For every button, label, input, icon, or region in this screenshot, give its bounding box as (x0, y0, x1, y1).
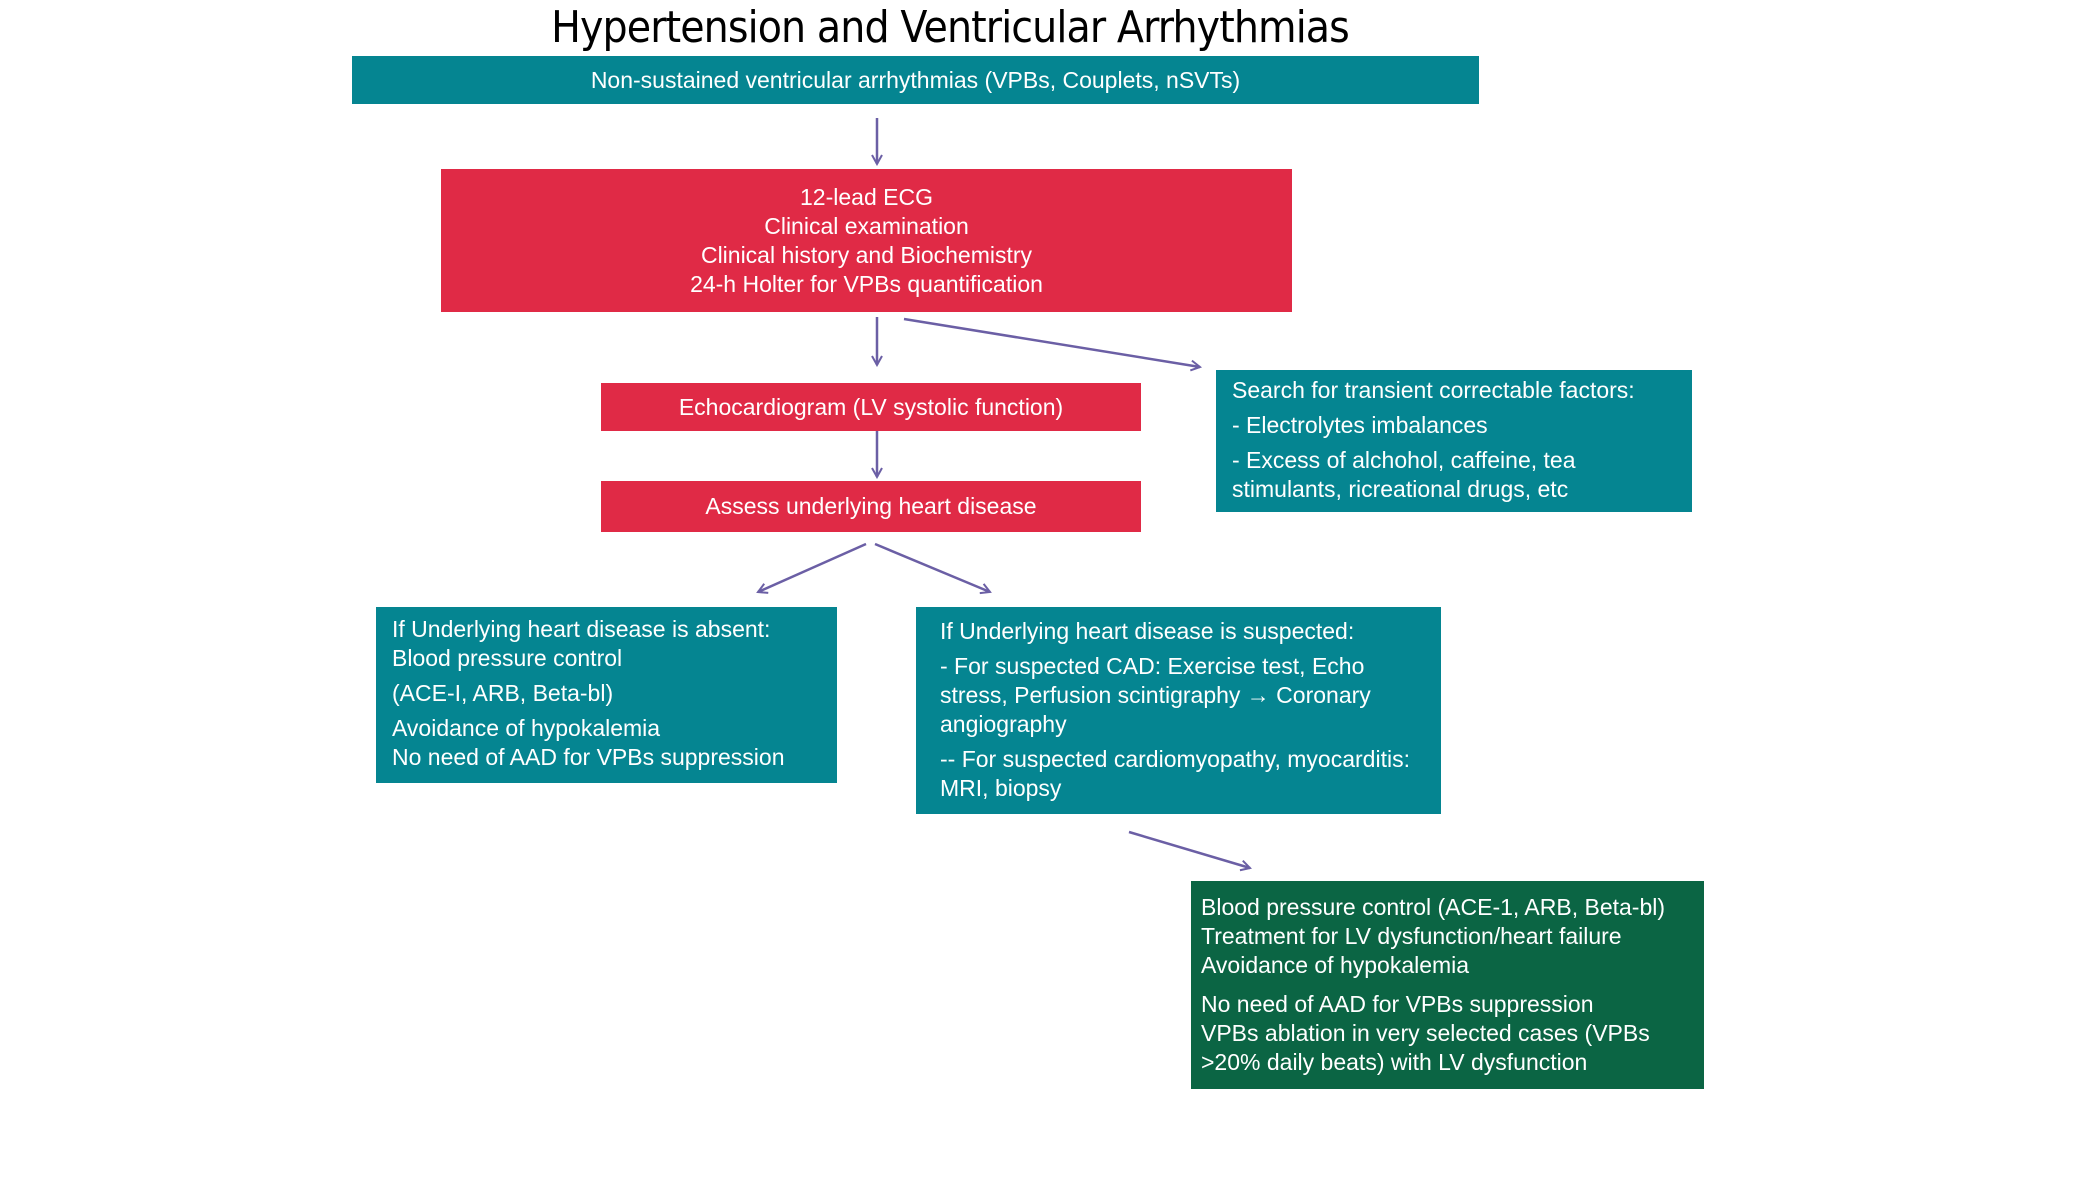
workup-line: Clinical history and Biochemistry (700, 241, 1033, 268)
workup-line: 24-h Holter for VPBs quantification (690, 270, 1043, 297)
treatment-item: VPBs ablation in very selected cases (VP… (1201, 1020, 1650, 1075)
node-disease-suspected: If Underlying heart disease is suspected… (916, 607, 1441, 814)
suspected-item: -- For suspected cardiomyopathy, myocard… (940, 746, 1410, 801)
node-workup: 12-lead ECG Clinical examination Clinica… (441, 169, 1292, 312)
node-assess-text: Assess underlying heart disease (705, 493, 1037, 519)
node-disease-absent: If Underlying heart disease is absent: B… (376, 607, 837, 783)
treatment-item: Blood pressure control (ACE-1, ARB, Beta… (1201, 894, 1666, 920)
treatment-item: No need of AAD for VPBs suppression (1201, 991, 1594, 1017)
workup-line: 12-lead ECG (800, 183, 933, 210)
arrow-workup-to-transient (903, 317, 1200, 367)
treatment-item: Treatment for LV dysfunction/heart failu… (1201, 923, 1622, 949)
node-echo: Echocardiogram (LV systolic function) (601, 383, 1141, 431)
absent-item: No need of AAD for VPBs suppression (392, 744, 785, 770)
diagram-title: Hypertension and Ventricular Arrhythmias (551, 2, 1350, 53)
transient-item: - Excess of alchohol, caffeine, tea stim… (1232, 447, 1576, 502)
suspected-item: - For suspected CAD: Exercise test, Echo… (940, 653, 1371, 737)
absent-heading: If Underlying heart disease is absent: (392, 616, 771, 642)
node-transient-factors: Search for transient correctable factors… (1216, 370, 1692, 512)
suspected-heading: If Underlying heart disease is suspected… (940, 618, 1355, 644)
arrow-assess-to-absent (758, 542, 867, 592)
transient-heading: Search for transient correctable factors… (1232, 377, 1635, 403)
absent-item: Blood pressure control (392, 645, 623, 671)
arrow-suspected-to-treatment (1128, 830, 1250, 868)
arrow-assess-to-suspected (874, 542, 990, 592)
node-assess: Assess underlying heart disease (601, 481, 1141, 532)
node-echo-text: Echocardiogram (LV systolic function) (678, 393, 1064, 420)
transient-item: - Electrolytes imbalances (1232, 412, 1488, 438)
workup-line: Clinical examination (764, 212, 969, 239)
node-start: Non-sustained ventricular arrhythmias (V… (352, 56, 1479, 104)
node-treatment: Blood pressure control (ACE-1, ARB, Beta… (1191, 881, 1704, 1089)
absent-item: Avoidance of hypokalemia (392, 715, 661, 741)
node-start-text: Non-sustained ventricular arrhythmias (V… (590, 66, 1241, 93)
absent-item: (ACE-I, ARB, Beta-bl) (392, 680, 614, 706)
treatment-item: Avoidance of hypokalemia (1201, 952, 1470, 978)
